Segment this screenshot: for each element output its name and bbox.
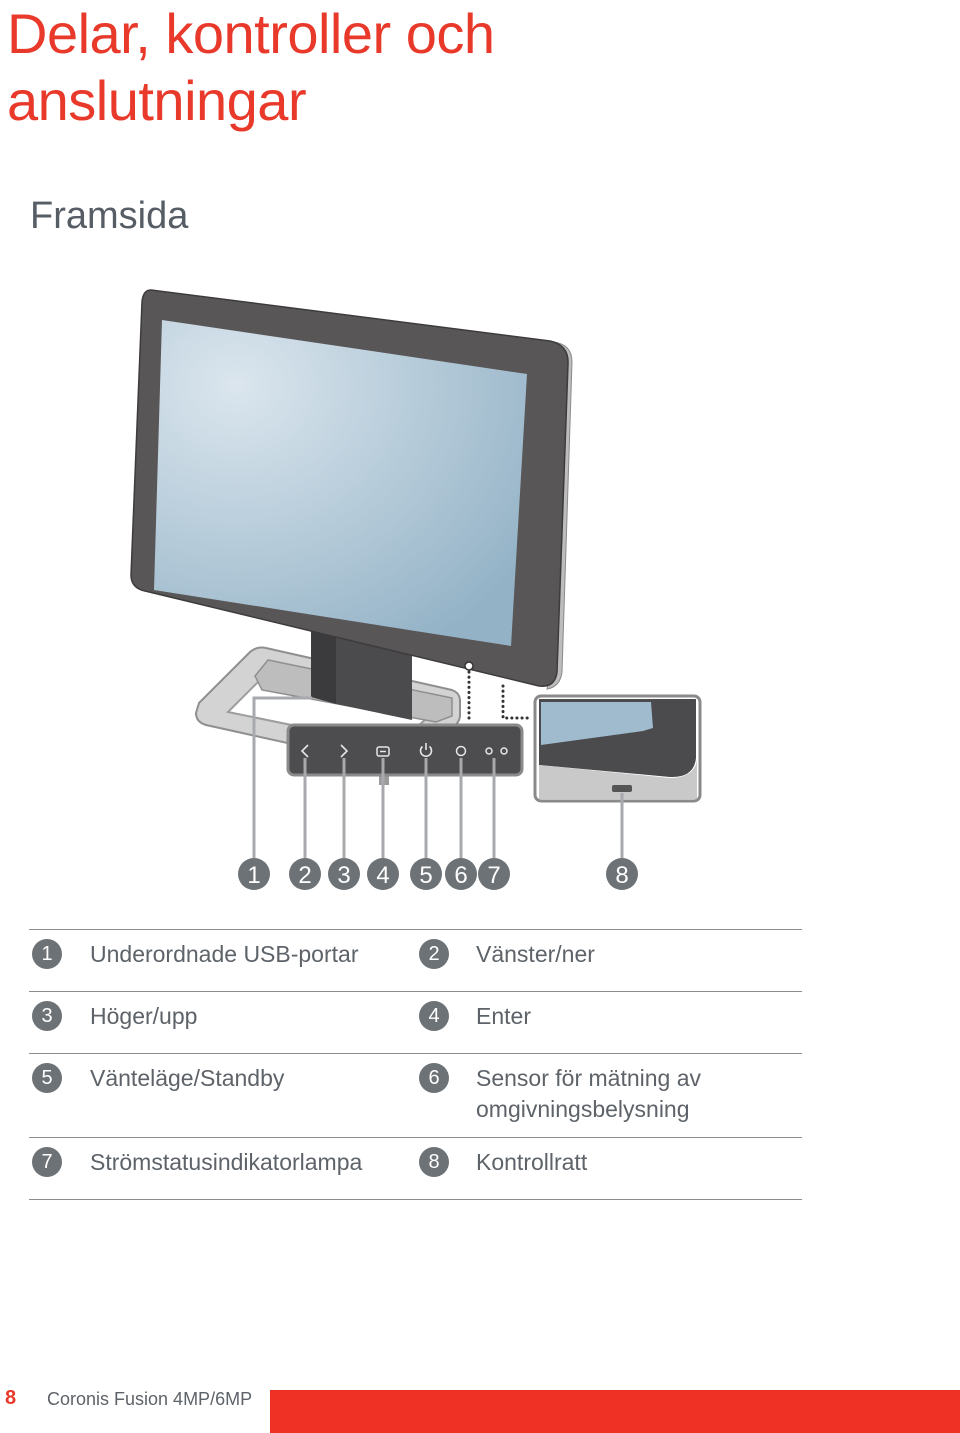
- callout-1-number: 1: [247, 862, 260, 889]
- callout-8: 8: [606, 858, 638, 890]
- detail-inset-screen: [541, 702, 653, 745]
- legend-label: Enter: [476, 1003, 531, 1029]
- detail-inset: [533, 694, 702, 803]
- footer-product-name: Coronis Fusion 4MP/6MP: [47, 1389, 253, 1409]
- callout-4: 4: [367, 858, 399, 890]
- legend-label: Underordnade USB-portar: [90, 941, 359, 967]
- legend-badge: 5: [32, 1063, 62, 1093]
- legend-badge: 6: [419, 1063, 449, 1093]
- front-control-panel: [286, 723, 524, 777]
- inset-dotted-pointer: [501, 684, 532, 720]
- control-knob: [612, 785, 632, 792]
- monitor-screen: [154, 320, 527, 646]
- callout-6: 6: [445, 858, 477, 890]
- callout-3: 3: [328, 858, 360, 890]
- callout-4-number: 4: [376, 862, 389, 889]
- legend-label: Sensor för mätning av omgivningsbelysnin…: [476, 1065, 702, 1122]
- enter-icon: [376, 746, 390, 757]
- page-title-line-1: Delar, kontroller och: [7, 2, 495, 65]
- callout-1: 1: [238, 858, 270, 890]
- power-led-icon: [485, 747, 493, 755]
- ambient-light-sensor-dot: [464, 661, 474, 671]
- control-panel-box: [286, 723, 524, 777]
- power-icon: [419, 743, 433, 758]
- legend-row: 3 Höger/upp 4 Enter: [29, 991, 802, 1053]
- page-title-line-2: anslutningar: [7, 69, 307, 132]
- section-title: Framsida: [30, 195, 189, 237]
- parts-legend: 1 Underordnade USB-portar 2 Vänster/ner …: [29, 929, 802, 1200]
- legend-label: Kontrollratt: [476, 1149, 588, 1175]
- legend-label: Strömstatusindikatorlampa: [90, 1149, 363, 1175]
- legend-row: 1 Underordnade USB-portar 2 Vänster/ner: [29, 929, 802, 991]
- monitor-illustration: 1 2 3 4 5 6 7 8: [130, 289, 702, 890]
- legend-badge: 1: [32, 939, 62, 969]
- callout-5-number: 5: [419, 862, 432, 889]
- legend-badge: 8: [419, 1147, 449, 1177]
- callout-7-number: 7: [487, 862, 500, 889]
- footer-accent-bar: [270, 1390, 960, 1433]
- callout-3-number: 3: [337, 862, 350, 889]
- legend-badge: 3: [32, 1001, 62, 1031]
- page-title: Delar, kontroller och anslutningar: [7, 0, 495, 134]
- callout-8-number: 8: [615, 862, 628, 889]
- chevron-right-icon: [340, 744, 349, 758]
- detail-inset-bottom-edge: [539, 760, 697, 799]
- legend-badge: 2: [419, 939, 449, 969]
- legend-label: Vänster/ner: [476, 941, 595, 967]
- callout-2: 2: [289, 858, 321, 890]
- legend-row: 5 Vänteläge/Standby 6 Sensor för mätning…: [29, 1053, 802, 1137]
- legend-row: 7 Strömstatusindikatorlampa 8 Kontrollra…: [29, 1137, 802, 1199]
- power-led-icon: [500, 747, 508, 755]
- callout-2-number: 2: [298, 862, 311, 889]
- callout-leader-lines: [252, 696, 624, 858]
- usb-ports-leader-line: [252, 696, 312, 858]
- legend-label: Vänteläge/Standby: [90, 1065, 285, 1091]
- legend-label: Höger/upp: [90, 1003, 198, 1029]
- monitor-stand-neck: [311, 628, 412, 720]
- callout-7: 7: [478, 858, 510, 890]
- callout-5: 5: [410, 858, 442, 890]
- legend-badge: 7: [32, 1147, 62, 1177]
- stand-neck-front: [336, 635, 412, 720]
- callout-6-number: 6: [454, 862, 467, 889]
- stand-neck-side: [311, 628, 336, 704]
- chevron-left-icon: [300, 744, 309, 758]
- ambient-light-sensor-icon: [455, 745, 467, 757]
- legend-badge: 4: [419, 1001, 449, 1031]
- footer-page-number: 8: [5, 1387, 17, 1409]
